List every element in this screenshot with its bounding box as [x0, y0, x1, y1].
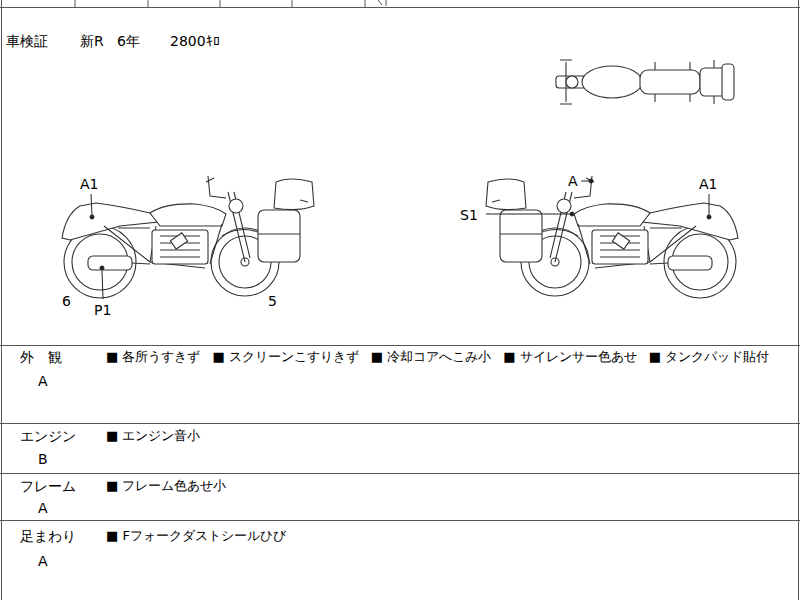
- label: A1: [699, 176, 717, 193]
- label: A1: [80, 176, 98, 193]
- label: 新R: [80, 33, 104, 50]
- label: 2800ｷﾛ: [170, 33, 220, 50]
- label: 足まわり: [20, 528, 76, 545]
- remark: ■ 各所うすきず: [106, 349, 200, 365]
- remark-row: ■ フレーム色あせ小: [106, 478, 226, 494]
- remark: ■ 冷却コアへこみ小: [371, 349, 491, 365]
- remark: ■ フレーム色あせ小: [106, 478, 226, 494]
- label: S1: [460, 207, 478, 224]
- remark: ■ タンクパッド貼付: [649, 349, 769, 365]
- remark: ■ スクリーンこすりきず: [212, 349, 358, 365]
- motorcycle-right-view: [486, 176, 738, 298]
- label: A: [38, 373, 48, 390]
- remark-row: ■ 各所うすきず ■ スクリーンこすりきず ■ 冷却コアへこみ小 ■ サイレンサー色あ…: [106, 349, 769, 365]
- label: 6年: [117, 33, 140, 50]
- label: A: [38, 553, 48, 570]
- label: エンジン: [20, 428, 76, 445]
- remark-row: ■ エンジン音小: [106, 428, 200, 444]
- motorcycle-top-view: [556, 60, 734, 104]
- label: A: [568, 173, 578, 190]
- motorcycle-left-view: [62, 176, 314, 298]
- remark-row: ■ Fフォークダストシールひび: [106, 528, 286, 544]
- label: B: [38, 451, 48, 468]
- label: 5: [268, 293, 277, 310]
- leader-lines: [90, 179, 711, 299]
- label: 6: [62, 293, 71, 310]
- label: P1: [94, 302, 111, 319]
- label: 車検証: [6, 33, 48, 50]
- label: A: [38, 500, 48, 517]
- remark: ■ Fフォークダストシールひび: [106, 528, 286, 544]
- remark: ■ サイレンサー色あせ: [503, 349, 636, 365]
- label: 外 観: [20, 349, 62, 366]
- remark: ■ エンジン音小: [106, 428, 200, 444]
- label: フレーム: [20, 478, 76, 495]
